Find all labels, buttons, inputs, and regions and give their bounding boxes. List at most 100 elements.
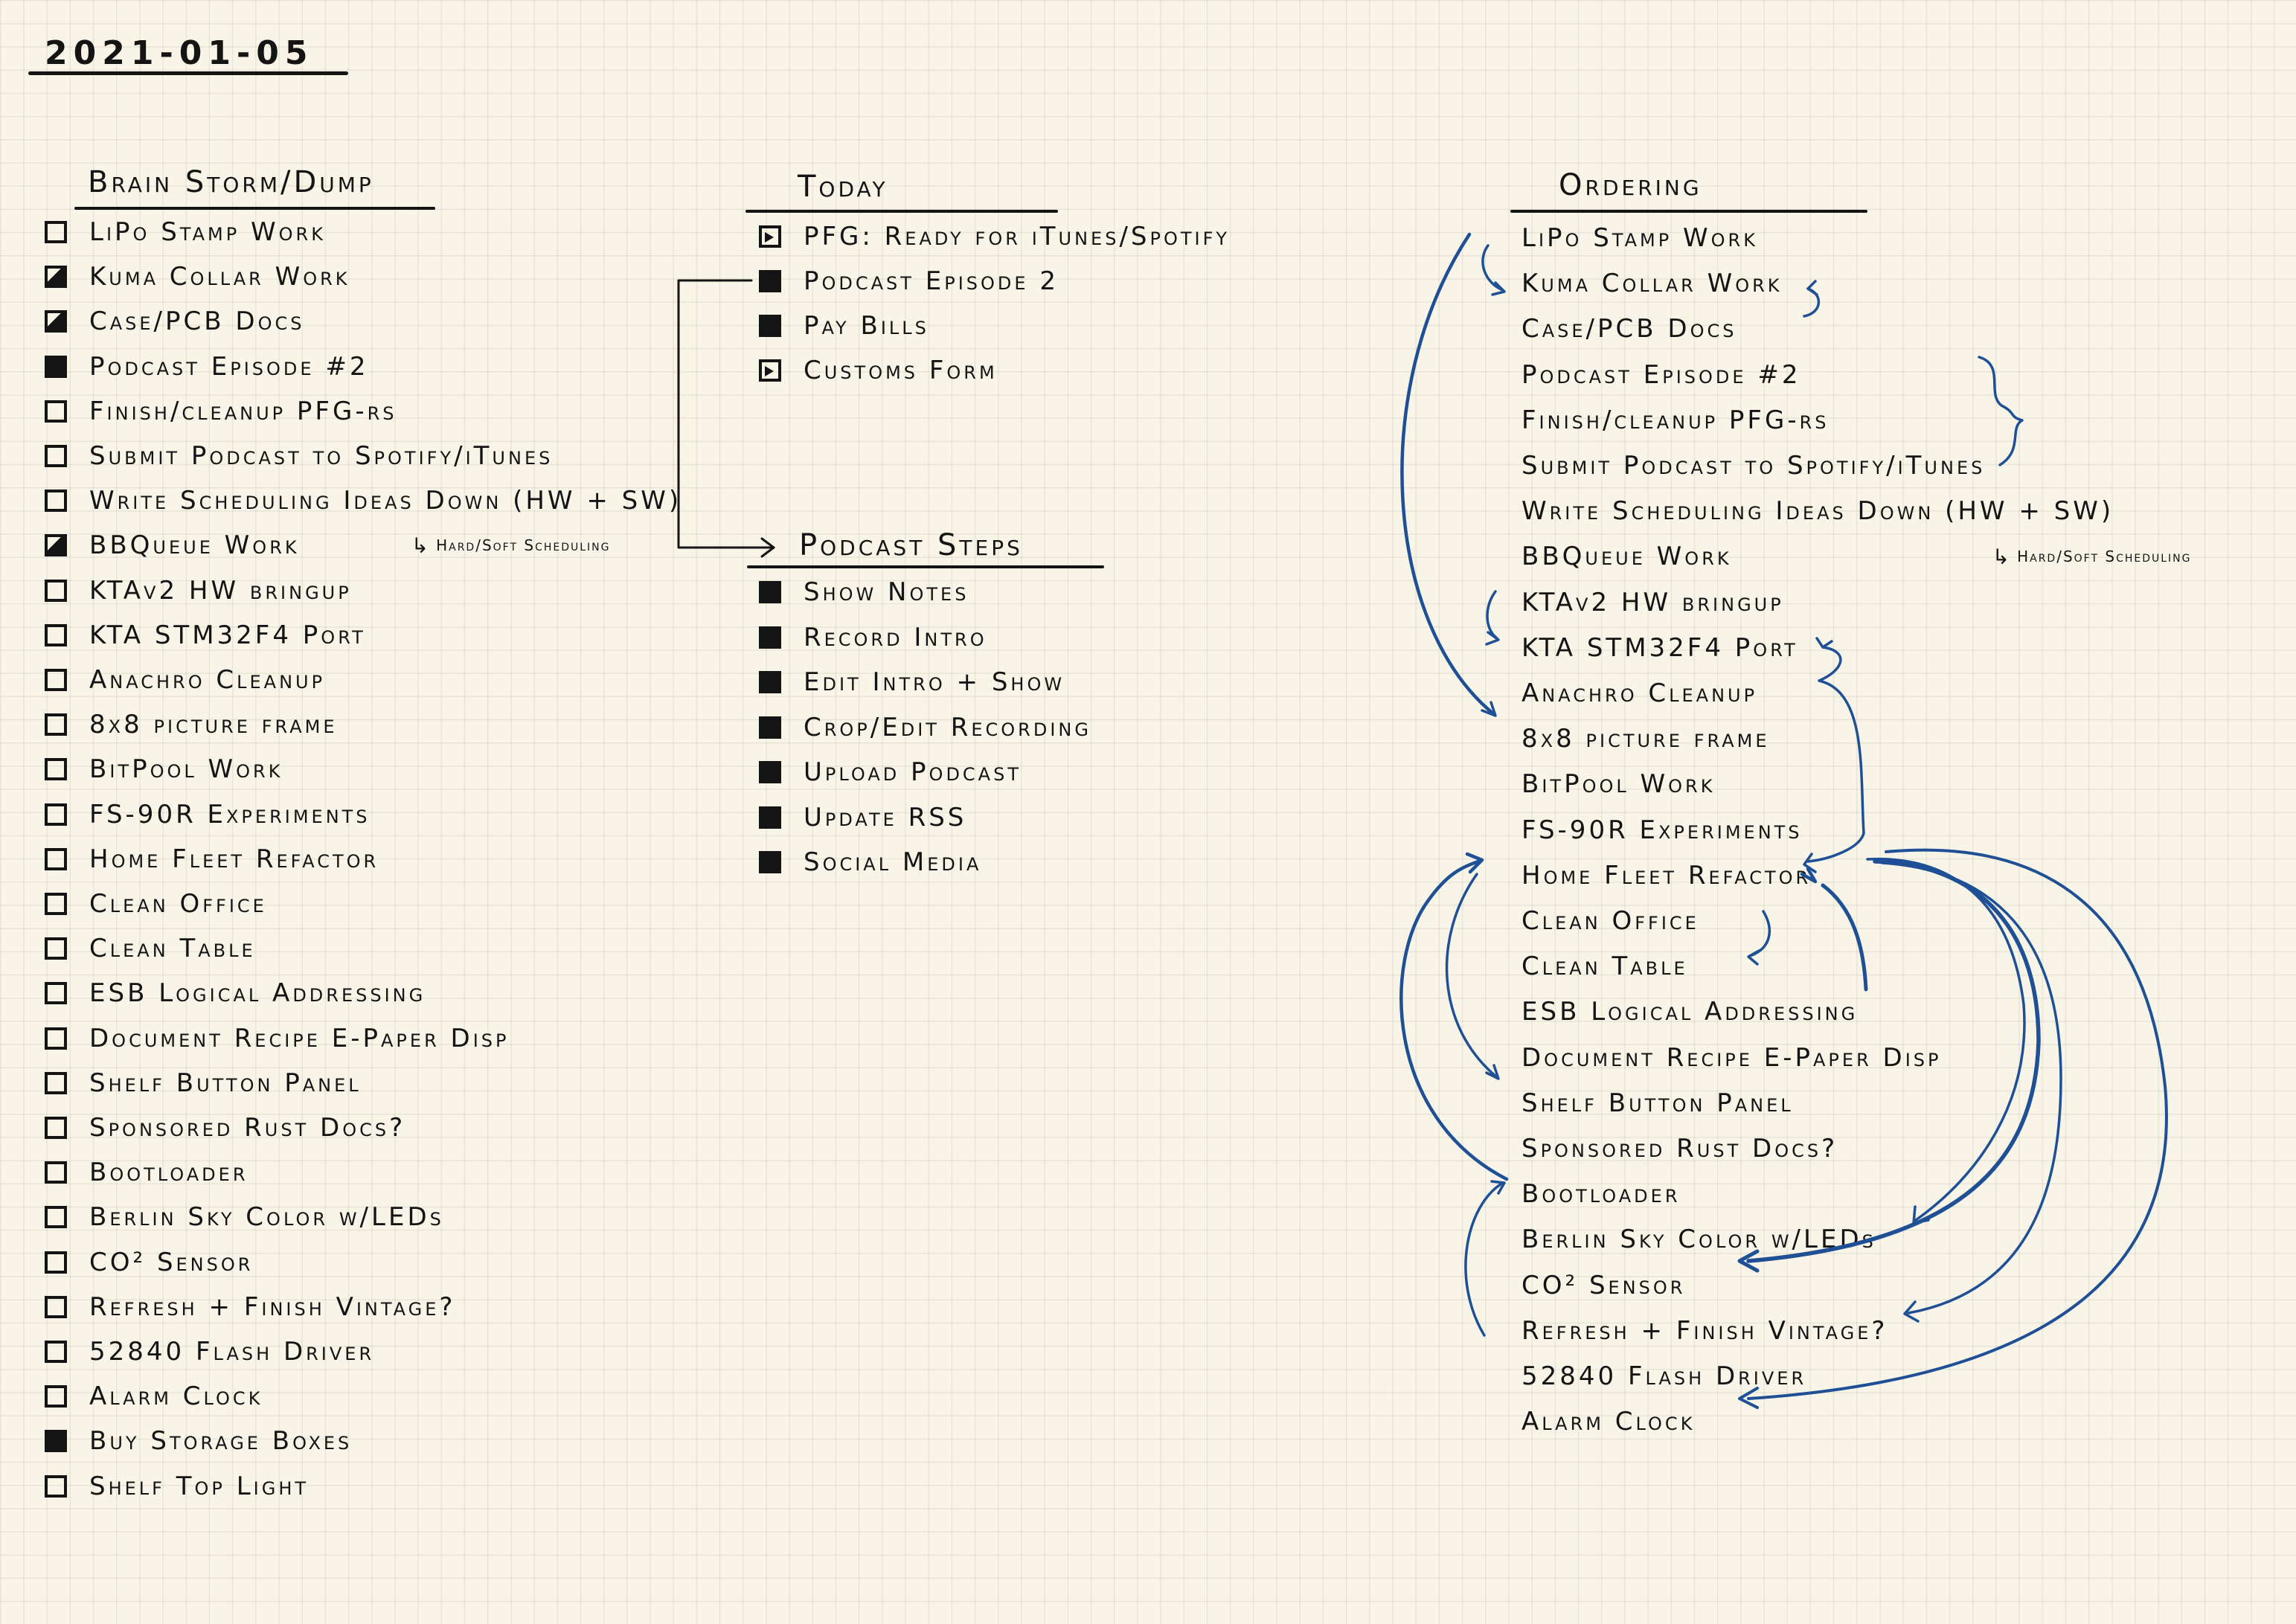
checkbox-open[interactable] bbox=[45, 1474, 67, 1498]
ordering-item-case-pcb-docs: Case/PCB Docs bbox=[1521, 306, 1737, 351]
checkbox-open[interactable] bbox=[45, 1161, 67, 1184]
item-label: Show Notes bbox=[804, 577, 969, 607]
checkbox-open[interactable] bbox=[45, 758, 67, 781]
checklist-item-kta-stm32f4-port: KTA STM32F4 Port bbox=[45, 613, 366, 658]
checkbox-half[interactable] bbox=[45, 266, 67, 289]
item-label: Alarm Clock bbox=[89, 1381, 263, 1412]
checklist-item-berlin-sky-color-w-leds: Berlin Sky Color w/LEDs bbox=[45, 1195, 444, 1239]
checkbox-moved[interactable] bbox=[759, 225, 781, 248]
checklist-item-shelf-button-panel: Shelf Button Panel bbox=[45, 1061, 362, 1105]
item-label: Bootloader bbox=[1521, 1179, 1681, 1210]
checkbox-done[interactable] bbox=[45, 1430, 67, 1453]
checkbox-open[interactable] bbox=[45, 1295, 67, 1318]
ordering-item-submit-podcast-to-spotify-itunes: Submit Podcast to Spotify/iTunes bbox=[1521, 443, 1985, 488]
arrow-bootloader-homefleet bbox=[1399, 858, 1509, 1181]
checkbox-done[interactable] bbox=[759, 581, 781, 603]
brainstorm-heading-underline bbox=[74, 207, 435, 210]
item-label: Finish/cleanup PFG-rs bbox=[1521, 405, 1830, 435]
checkbox-open[interactable] bbox=[45, 937, 67, 960]
checkbox-open[interactable] bbox=[45, 847, 67, 870]
checkbox-open[interactable] bbox=[45, 803, 67, 826]
checklist-item-record-intro: Record Intro bbox=[759, 615, 987, 660]
brainstorm-heading: Brain Storm/Dump bbox=[88, 165, 374, 199]
checklist-item-submit-podcast-to-spotify-itunes: Submit Podcast to Spotify/iTunes bbox=[45, 434, 553, 478]
ordering-item-berlin-sky-color-w-leds: Berlin Sky Color w/LEDs bbox=[1521, 1217, 1876, 1262]
checkbox-moved[interactable] bbox=[759, 359, 781, 382]
item-label: KTA STM32F4 Port bbox=[89, 620, 366, 650]
checkbox-done[interactable] bbox=[759, 671, 781, 693]
arrow-office-table bbox=[1748, 910, 1771, 957]
ordering-item-co-sensor: CO² Sensor bbox=[1521, 1263, 1685, 1308]
item-label: Clean Table bbox=[1521, 951, 1688, 982]
checkbox-open[interactable] bbox=[45, 669, 67, 691]
checkbox-done[interactable] bbox=[45, 355, 67, 378]
checklist-item-52840-flash-driver: 52840 Flash Driver bbox=[45, 1329, 374, 1374]
item-label: 52840 Flash Driver bbox=[1521, 1361, 1807, 1391]
item-label: 8x8 picture frame bbox=[89, 710, 338, 740]
checkbox-done[interactable] bbox=[759, 806, 781, 829]
checkbox-open[interactable] bbox=[45, 623, 67, 646]
item-label: LiPo Stamp Work bbox=[89, 217, 326, 247]
checkbox-open[interactable] bbox=[45, 1117, 67, 1139]
ordering-item-sponsored-rust-docs: Sponsored Rust Docs? bbox=[1521, 1126, 1838, 1171]
item-label: Document Recipe E-Paper Disp bbox=[89, 1023, 510, 1053]
item-label: Podcast Episode #2 bbox=[89, 351, 369, 382]
checklist-item-crop-edit-recording: Crop/Edit Recording bbox=[759, 705, 1091, 750]
item-label: Kuma Collar Work bbox=[89, 262, 350, 292]
checklist-item-social-media: Social Media bbox=[759, 840, 981, 885]
ordering-item-fs-90r-experiments: FS-90R Experiments bbox=[1521, 808, 1803, 853]
ordering-item-clean-table: Clean Table bbox=[1521, 944, 1688, 989]
item-label: Submit Podcast to Spotify/iTunes bbox=[1521, 451, 1986, 481]
checkbox-done[interactable] bbox=[759, 315, 781, 337]
item-label: KTAv2 HW bringup bbox=[89, 575, 352, 606]
checkbox-open[interactable] bbox=[45, 399, 67, 423]
item-label: Shelf Button Panel bbox=[1521, 1088, 1794, 1118]
checklist-item-co-sensor: CO² Sensor bbox=[45, 1240, 253, 1285]
checkbox-open[interactable] bbox=[45, 1027, 67, 1050]
arrow-lower-bootloader bbox=[1464, 1181, 1504, 1337]
checkbox-open[interactable] bbox=[45, 982, 67, 1005]
checkbox-open[interactable] bbox=[45, 579, 67, 602]
item-label: Document Recipe E-Paper Disp bbox=[1521, 1042, 1942, 1073]
ordering-item-bbqueue-work: BBQueue Work↳Hard/Soft Scheduling bbox=[1521, 534, 2192, 579]
arrow-lipo-8x8 bbox=[1400, 232, 1496, 716]
checkbox-open[interactable] bbox=[45, 713, 67, 736]
checklist-item-sponsored-rust-docs: Sponsored Rust Docs? bbox=[45, 1105, 405, 1150]
item-label: BitPool Work bbox=[1521, 769, 1716, 800]
ordering-item-write-scheduling-ideas-down-hw-sw: Write Scheduling Ideas Down (HW + SW) bbox=[1521, 489, 2114, 533]
checkbox-done[interactable] bbox=[759, 716, 781, 739]
checkbox-open[interactable] bbox=[45, 445, 67, 467]
checklist-item-fs-90r-experiments: FS-90R Experiments bbox=[45, 792, 371, 837]
ordering-item-esb-logical-addressing: ESB Logical Addressing bbox=[1521, 989, 1858, 1034]
checklist-item-customs-form: Customs Form bbox=[759, 348, 998, 393]
checkbox-done[interactable] bbox=[759, 761, 781, 783]
checkbox-half[interactable] bbox=[45, 310, 67, 333]
checklist-item-refresh-finish-vintage: Refresh + Finish Vintage? bbox=[45, 1285, 455, 1329]
checklist-item-update-rss: Update RSS bbox=[759, 795, 966, 840]
checkbox-open[interactable] bbox=[45, 490, 67, 513]
ordering-item-lipo-stamp-work: LiPo Stamp Work bbox=[1521, 216, 1758, 260]
item-label: Sponsored Rust Docs? bbox=[1521, 1134, 1838, 1164]
checklist-item-edit-intro-show: Edit Intro + Show bbox=[759, 660, 1065, 705]
checkbox-done[interactable] bbox=[759, 270, 781, 292]
ordering-item-podcast-episode-2: Podcast Episode #2 bbox=[1521, 353, 1800, 397]
item-label: Edit Intro + Show bbox=[804, 667, 1065, 697]
item-label: Clean Office bbox=[1521, 906, 1699, 936]
checkbox-open[interactable] bbox=[45, 1206, 67, 1229]
checkbox-open[interactable] bbox=[45, 1071, 67, 1094]
item-label: Alarm Clock bbox=[1521, 1407, 1696, 1437]
item-label: Clean Office bbox=[89, 889, 267, 919]
checkbox-done[interactable] bbox=[759, 851, 781, 873]
checkbox-open[interactable] bbox=[45, 1251, 67, 1274]
arrow-homefleet-co2 bbox=[1746, 859, 2041, 1263]
checkbox-open[interactable] bbox=[45, 1341, 67, 1363]
checkbox-open[interactable] bbox=[45, 1385, 67, 1408]
ordering-item-finish-cleanup-pfg-rs: Finish/cleanup PFG-rs bbox=[1521, 398, 1830, 443]
checkbox-half[interactable] bbox=[45, 534, 67, 557]
checklist-item-finish-cleanup-pfg-rs: Finish/cleanup PFG-rs bbox=[45, 389, 397, 434]
checkbox-done[interactable] bbox=[759, 626, 781, 649]
checkbox-open[interactable] bbox=[45, 893, 67, 915]
checkbox-open[interactable] bbox=[45, 221, 67, 243]
item-label: Write Scheduling Ideas Down (HW + SW) bbox=[89, 486, 682, 516]
date-underline bbox=[28, 71, 348, 75]
